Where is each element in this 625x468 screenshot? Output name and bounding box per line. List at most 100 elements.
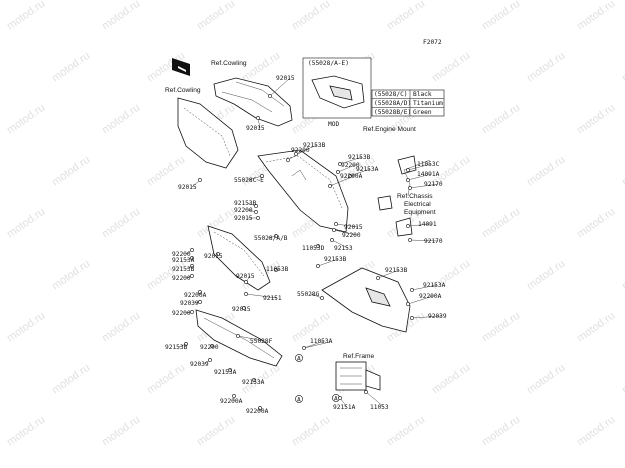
leader-line (269, 77, 291, 97)
leader-line (409, 239, 439, 242)
part-number-label: 92200A (220, 398, 243, 405)
color-name-0: Black (413, 91, 432, 98)
watermark-text: motod.ru (575, 414, 617, 449)
bolt-marker (274, 268, 278, 272)
watermark-text: motod.ru (290, 414, 332, 449)
bolt-marker (338, 162, 342, 166)
leader-line (409, 183, 439, 189)
watermark-text: motod.ru (50, 362, 92, 397)
svg-text:A: A (297, 397, 301, 404)
part-number-label: 92200A (340, 173, 363, 180)
leader-line (303, 340, 325, 349)
bolt-marker (348, 174, 352, 178)
bolt-marker (406, 178, 410, 182)
bolt-marker (190, 310, 194, 314)
bolt-marker (254, 210, 258, 214)
part-number-label: 14091A (417, 171, 440, 178)
leader-line (335, 223, 359, 228)
leader-line (245, 293, 278, 299)
bolt-marker (216, 252, 220, 256)
watermark-text: motod.ru (525, 154, 567, 189)
bolt-marker (258, 406, 262, 410)
part-number-label: 11053 (370, 404, 389, 411)
part-number-label: 92200A (419, 293, 442, 300)
bolt-marker (198, 300, 202, 304)
bolt-marker (332, 228, 336, 232)
color-name-1: Titanium (413, 100, 443, 107)
bolt-marker (260, 174, 264, 178)
leader-line (331, 239, 349, 249)
bolt-marker (334, 222, 338, 226)
bolt-marker (410, 316, 414, 320)
leader-line (411, 284, 438, 291)
callout-a-2: A (295, 395, 303, 404)
part-number-label: 92039 (428, 313, 447, 320)
bolt-marker (228, 368, 232, 372)
watermark-text: motod.ru (430, 362, 472, 397)
watermark-text: motod.ru (385, 414, 427, 449)
watermark-text: motod.ru (480, 102, 522, 137)
part-number-label: 92170 (424, 181, 443, 188)
under-cowl-part (195, 309, 283, 367)
color-table: (55028/C) Black (55028A/D) Titanium (550… (371, 89, 445, 117)
bolt-marker (198, 290, 202, 294)
bolt-marker (254, 204, 258, 208)
part-number-label: 92153A (172, 257, 195, 264)
leader-line (407, 173, 432, 181)
part-number-label: 92200 (234, 207, 253, 214)
color-code-0: (55028/C) (374, 91, 408, 98)
watermark-text: motod.ru (100, 102, 142, 137)
bolt-marker (198, 178, 202, 182)
part-number-label: 92200A (184, 292, 207, 299)
part-number-label: 92200 (341, 162, 360, 169)
watermark-text: motod.ru (620, 362, 625, 397)
bolt-marker (316, 244, 320, 248)
part-number-label: 92153A (356, 166, 379, 173)
watermark-text: motod.ru (480, 310, 522, 345)
side-cowling-part (177, 97, 239, 169)
leader-line (247, 175, 263, 181)
bolt-marker (208, 358, 212, 362)
watermark-text: motod.ru (525, 258, 567, 293)
leader-line (333, 229, 357, 236)
ref-cowling-left: Ref.Cowling (165, 87, 201, 94)
leader-line (349, 168, 371, 177)
watermark-text: motod.ru (100, 310, 142, 345)
part-number-label: 92151A (333, 404, 356, 411)
bolt-marker (330, 238, 334, 242)
bolt-marker (190, 256, 194, 260)
leader-line (339, 156, 363, 165)
watermark-text: motod.ru (575, 0, 617, 32)
bolt-marker (336, 170, 340, 174)
bolt-marker (244, 292, 248, 296)
watermark-text: motod.ru (5, 102, 47, 137)
part-number-labels: 920159201592153B9220092153B9220092153A11… (165, 75, 447, 415)
lower-side-panel-part (207, 225, 271, 291)
watermark-text: motod.ru (620, 50, 625, 85)
watermark-text: motod.ru (620, 258, 625, 293)
leader-line (310, 293, 323, 299)
part-number-label: 92200 (172, 275, 191, 282)
bolt-marker (184, 342, 188, 346)
part-number-label: 92015 (178, 184, 197, 191)
bolt-marker (338, 396, 342, 400)
part-number-label: 92039 (180, 300, 199, 307)
bolt-marker (256, 116, 260, 120)
leader-line (407, 163, 432, 171)
bolt-marker (328, 184, 332, 188)
bolt-marker (320, 296, 324, 300)
bolt-marker (236, 334, 240, 338)
chassis-bracket-part (377, 195, 413, 237)
part-number-label: 92015 (344, 224, 363, 231)
bolt-marker (190, 274, 194, 278)
engine-mount-bracket-part (397, 155, 417, 197)
callout-a-1: A (295, 354, 303, 363)
part-number-label: 55028G (297, 291, 320, 298)
part-number-label: 92200 (200, 344, 219, 351)
watermark-text: motod.ru (575, 206, 617, 241)
watermark-text: motod.ru (195, 414, 237, 449)
color-name-2: Green (413, 109, 432, 116)
watermark-text: motod.ru (145, 362, 187, 397)
watermark-text: motod.ru (575, 310, 617, 345)
